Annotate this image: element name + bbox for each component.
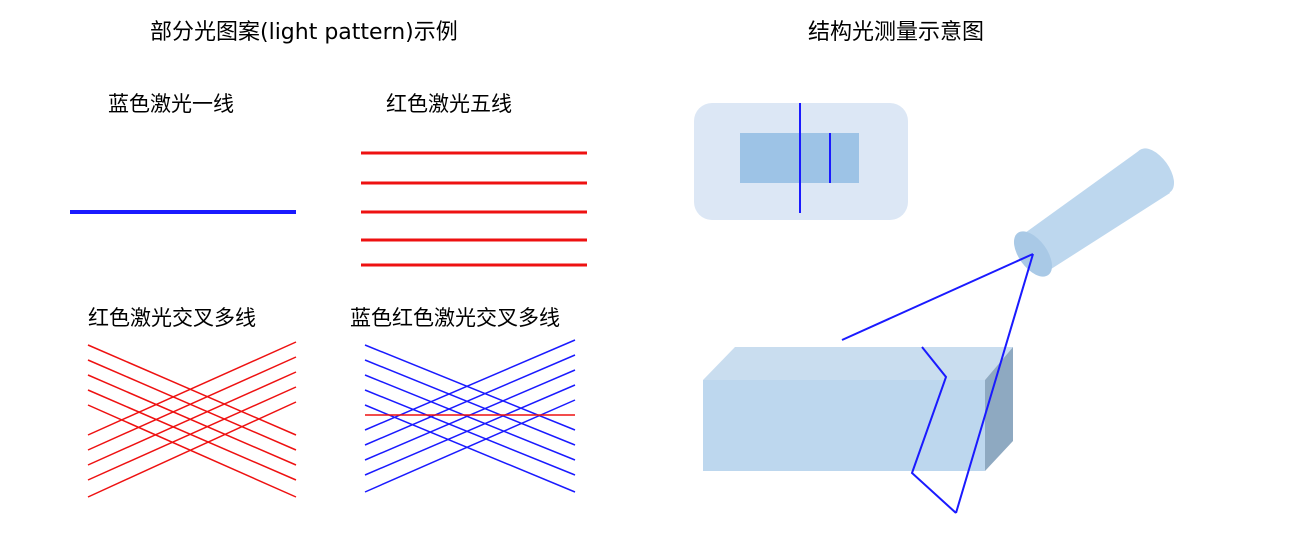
blue-cross-line: [364, 374, 576, 461]
blue-cross-line: [364, 404, 576, 493]
right-panel-title: 结构光测量示意图: [808, 20, 985, 45]
red-cross-line: [87, 371, 297, 466]
laser-projector: [1013, 148, 1175, 277]
label-blue-red-cross-lines: 蓝色红色激光交叉多线: [350, 306, 560, 330]
laser-stripe-on-object: [910, 346, 957, 514]
red-five-laser-lines: [361, 151, 587, 267]
blue-cross-line: [364, 354, 576, 446]
object-front-face: [703, 380, 985, 471]
projector-body: [1018, 150, 1170, 271]
red-cross-line: [87, 356, 297, 451]
projector-back-cap: [1135, 148, 1175, 194]
object-side-face: [985, 347, 1013, 471]
label-red-five-lines: 红色激光五线: [386, 92, 512, 116]
blue-cross-line: [364, 389, 576, 476]
label-blue-single-line: 蓝色激光一线: [108, 92, 234, 116]
object-top-face: [703, 347, 1013, 380]
red-cross-laser-lines: [87, 341, 297, 498]
red-cross-line: [87, 404, 297, 498]
blue-cross-laser-lines: [364, 339, 576, 493]
left-panel-title: 部分光图案(light pattern)示例: [150, 20, 458, 45]
red-cross-line: [87, 389, 297, 481]
blue-cross-line: [364, 384, 576, 476]
red-cross-line: [87, 341, 297, 436]
red-cross-line: [87, 344, 297, 436]
laser-beam-lower: [955, 253, 1034, 514]
red-cross-line: [87, 386, 297, 481]
blue-cross-line: [364, 359, 576, 446]
red-cross-line: [87, 359, 297, 451]
measured-object: [703, 347, 1013, 471]
label-red-cross-lines: 红色激光交叉多线: [88, 306, 256, 330]
laser-beam-upper: [841, 253, 1034, 341]
red-cross-line: [87, 401, 297, 498]
red-cross-line: [87, 374, 297, 466]
